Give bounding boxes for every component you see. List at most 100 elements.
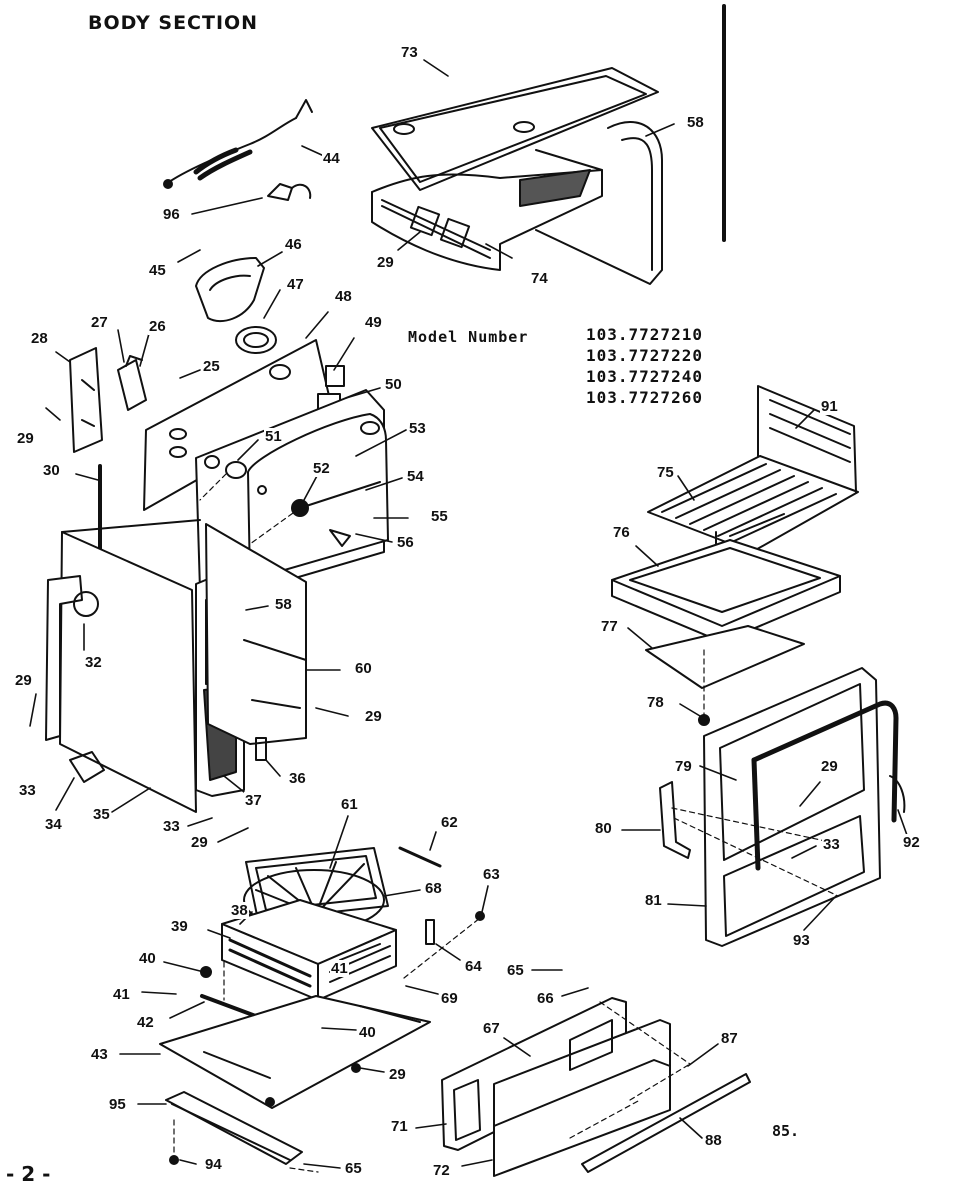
part-26-27 <box>117 355 147 411</box>
part-58-frame <box>535 121 663 285</box>
callout-43: 43 <box>90 1046 109 1063</box>
model-number-label: Model Number <box>408 328 529 346</box>
model-number-item: 103.7727260 <box>586 388 703 407</box>
callout-72: 72 <box>432 1162 451 1179</box>
callout-87: 87 <box>720 1030 739 1047</box>
callout-77: 77 <box>600 618 619 635</box>
callout-37: 37 <box>244 792 263 809</box>
part-80-hinge <box>659 781 691 859</box>
callout-50: 50 <box>384 376 403 393</box>
part-74-burner-box <box>371 149 603 271</box>
model-number-list: 103.7727210 103.7727220 103.7727240 103.… <box>586 324 703 408</box>
callout-79: 79 <box>674 758 693 775</box>
callout-60: 60 <box>354 660 373 677</box>
callout-71: 71 <box>390 1118 409 1135</box>
callout-29: 29 <box>16 430 35 447</box>
callout-58: 58 <box>686 114 705 131</box>
part-91-rack <box>647 385 859 561</box>
callout-25: 25 <box>202 358 221 375</box>
part-79-gasket <box>751 700 899 871</box>
part-73-cooktop <box>371 67 659 191</box>
callout-33: 33 <box>18 782 37 799</box>
part-53-liner-back <box>247 413 389 581</box>
part-88-handle <box>581 1073 751 1173</box>
part-61-bowl <box>245 847 389 923</box>
callout-65: 65 <box>344 1160 363 1177</box>
callout-35: 35 <box>92 806 111 823</box>
part-76-broiler-pan <box>611 539 841 643</box>
part-92-clip <box>889 775 906 813</box>
part-35-side-panel <box>45 519 201 813</box>
callout-49: 49 <box>364 314 383 331</box>
callout-76: 76 <box>612 524 631 541</box>
model-number-item: 103.7727210 <box>586 325 703 344</box>
callout-74: 74 <box>530 270 549 287</box>
callout-36: 36 <box>288 770 307 787</box>
callout-56: 56 <box>396 534 415 551</box>
callout-39: 39 <box>170 918 189 935</box>
part-95-rail <box>165 1091 303 1165</box>
model-number-item: 103.7727240 <box>586 367 703 386</box>
part-67-drawer <box>441 997 671 1177</box>
callout-95: 95 <box>108 1096 127 1113</box>
callout-32: 32 <box>84 654 103 671</box>
callout-41: 41 <box>112 986 131 1003</box>
section-title: BODY SECTION <box>88 12 259 34</box>
page-number: - 2 - <box>6 1162 51 1186</box>
callout-92: 92 <box>902 834 921 851</box>
callout-53: 53 <box>408 420 427 437</box>
callout-40: 40 <box>358 1024 377 1041</box>
callout-58: 58 <box>274 596 293 613</box>
callout-26: 26 <box>148 318 167 335</box>
callout-48: 48 <box>334 288 353 305</box>
callout-38: 38 <box>230 902 249 919</box>
part-60-side-wall <box>205 523 307 761</box>
callout-42: 42 <box>136 1014 155 1031</box>
part-44-cord <box>163 99 313 189</box>
callout-81: 81 <box>644 892 663 909</box>
callout-29: 29 <box>14 672 33 689</box>
model-number-item: 103.7727220 <box>586 346 703 365</box>
callout-73: 73 <box>400 44 419 61</box>
callout-54: 54 <box>406 468 425 485</box>
callout-93: 93 <box>792 932 811 949</box>
callout-44: 44 <box>322 150 341 167</box>
callout-64: 64 <box>464 958 483 975</box>
callout-68: 68 <box>424 880 443 897</box>
callout-33: 33 <box>162 818 181 835</box>
callout-30: 30 <box>42 462 61 479</box>
part-81-door <box>703 667 881 947</box>
part-47-gasket <box>235 326 277 354</box>
callout-51: 51 <box>264 428 283 445</box>
callout-29: 29 <box>190 834 209 851</box>
callout-47: 47 <box>286 276 305 293</box>
callout-27: 27 <box>90 314 109 331</box>
callout-80: 80 <box>594 820 613 837</box>
callout-29: 29 <box>376 254 395 271</box>
callout-28: 28 <box>30 330 49 347</box>
part-77-liner <box>645 625 805 689</box>
callout-69: 69 <box>440 990 459 1007</box>
callout-29: 29 <box>388 1066 407 1083</box>
leader-lines <box>29 59 909 1169</box>
part-34-clip <box>69 751 105 783</box>
callout-29: 29 <box>820 758 839 775</box>
callout-96: 96 <box>162 206 181 223</box>
callout-45: 45 <box>148 262 167 279</box>
callout-52: 52 <box>312 460 331 477</box>
callout-61: 61 <box>340 796 359 813</box>
corner-code: 85. <box>772 1122 800 1140</box>
callout-65: 65 <box>506 962 525 979</box>
callout-67: 67 <box>482 1020 501 1037</box>
callout-29: 29 <box>364 708 383 725</box>
part-63-screw <box>475 911 485 921</box>
callout-40: 40 <box>138 950 157 967</box>
callout-34: 34 <box>44 816 63 833</box>
part-62-strip <box>398 846 442 868</box>
part-49-block <box>325 365 345 387</box>
part-28-bracket <box>69 347 103 453</box>
callout-33: 33 <box>822 836 841 853</box>
part-96-clip <box>267 183 312 201</box>
callout-91: 91 <box>820 398 839 415</box>
